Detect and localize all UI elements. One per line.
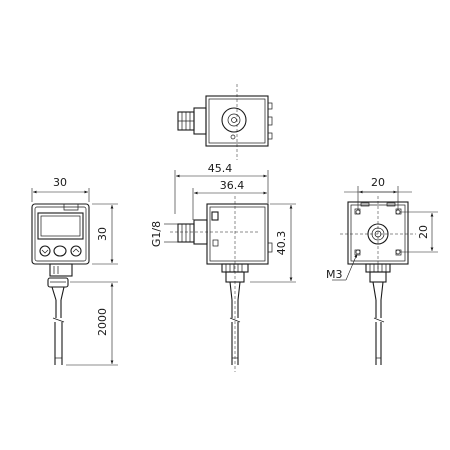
top-view-connector xyxy=(193,107,207,135)
mount-hole-top-right xyxy=(395,209,401,215)
side-view-body xyxy=(206,203,269,265)
thread-size-label: G1/8 xyxy=(150,221,163,247)
front-view-connector xyxy=(49,263,73,277)
rear-view-cable xyxy=(375,300,382,318)
cable-length-label: 2000 xyxy=(96,308,109,336)
overall-length-label: 45.4 xyxy=(208,162,233,175)
front-view: 30 30 2000 xyxy=(31,176,118,366)
mount-hole-bottom-right xyxy=(395,249,401,255)
side-view: 45.4 36.4 G1/8 40. xyxy=(150,162,296,372)
body-length-label: 36.4 xyxy=(220,179,245,192)
rear-view-connector xyxy=(369,271,387,283)
mount-hole-bottom-left xyxy=(355,249,361,255)
front-view-cable xyxy=(55,300,62,318)
front-height-label: 30 xyxy=(96,227,109,241)
mount-hole-top-left xyxy=(355,209,361,215)
button-left xyxy=(39,245,51,257)
top-view xyxy=(177,84,273,160)
side-height-label: 40.3 xyxy=(275,231,288,256)
side-view-cable xyxy=(231,300,239,318)
front-width-label: 30 xyxy=(53,176,67,189)
button-right xyxy=(70,245,82,257)
mount-screw-label: M3 xyxy=(326,268,343,281)
rear-height-label: 20 xyxy=(417,225,430,239)
top-view-screw xyxy=(230,134,236,140)
button-middle xyxy=(53,245,67,257)
display-screen xyxy=(37,212,84,240)
side-view-notch xyxy=(211,211,219,221)
top-view-port xyxy=(221,107,247,133)
rear-view: 20 20 xyxy=(326,176,438,365)
rear-width-label: 20 xyxy=(371,176,385,189)
strain-relief xyxy=(47,277,69,288)
